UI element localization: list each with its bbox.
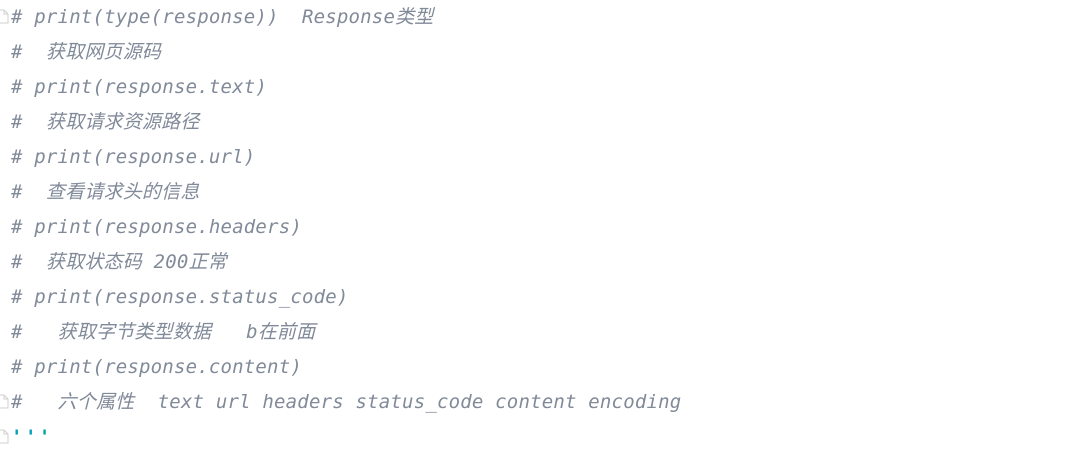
code-line-text: # print(response.url) bbox=[11, 146, 256, 168]
code-line[interactable]: # print(response.content) bbox=[0, 350, 1067, 385]
code-line-text: # print(response.headers) bbox=[11, 216, 302, 238]
code-line[interactable]: # 获取字节类型数据 b在前面 bbox=[0, 315, 1067, 350]
code-line[interactable]: ''' bbox=[0, 420, 1067, 450]
code-line[interactable]: # print(response.status_code) bbox=[0, 280, 1067, 315]
code-line-text: # 获取网页源码 bbox=[11, 41, 162, 63]
code-line-text: # print(type(response)) Response类型 bbox=[11, 6, 434, 28]
code-fold-marker-icon[interactable] bbox=[0, 9, 9, 24]
code-line[interactable]: # 六个属性 text url headers status_code cont… bbox=[0, 385, 1067, 420]
code-line-text: ''' bbox=[11, 426, 53, 448]
code-line-text: # print(response.content) bbox=[11, 356, 302, 378]
code-line[interactable]: # print(response.headers) bbox=[0, 210, 1067, 245]
code-line[interactable]: # print(response.url) bbox=[0, 140, 1067, 175]
code-line-text: # 获取状态码 200正常 bbox=[11, 251, 227, 273]
code-line-text: # 查看请求头的信息 bbox=[11, 181, 200, 203]
code-line-text: # 六个属性 text url headers status_code cont… bbox=[11, 391, 682, 413]
code-line[interactable]: # print(response.text) bbox=[0, 70, 1067, 105]
code-line[interactable]: # 获取网页源码 bbox=[0, 35, 1067, 70]
editor-gutter[interactable] bbox=[0, 0, 11, 450]
code-line[interactable]: # 获取状态码 200正常 bbox=[0, 245, 1067, 280]
code-line[interactable]: # 查看请求头的信息 bbox=[0, 175, 1067, 210]
code-line[interactable]: # print(type(response)) Response类型 bbox=[0, 0, 1067, 35]
code-line-text: # 获取字节类型数据 b在前面 bbox=[11, 321, 316, 343]
code-line[interactable]: # 获取请求资源路径 bbox=[0, 105, 1067, 140]
code-line-text: # 获取请求资源路径 bbox=[11, 111, 200, 133]
code-line-text: # print(response.status_code) bbox=[11, 286, 349, 308]
code-line-text: # print(response.text) bbox=[11, 76, 268, 98]
code-fold-marker-icon[interactable] bbox=[0, 394, 9, 409]
code-fold-marker-icon[interactable] bbox=[0, 429, 9, 444]
